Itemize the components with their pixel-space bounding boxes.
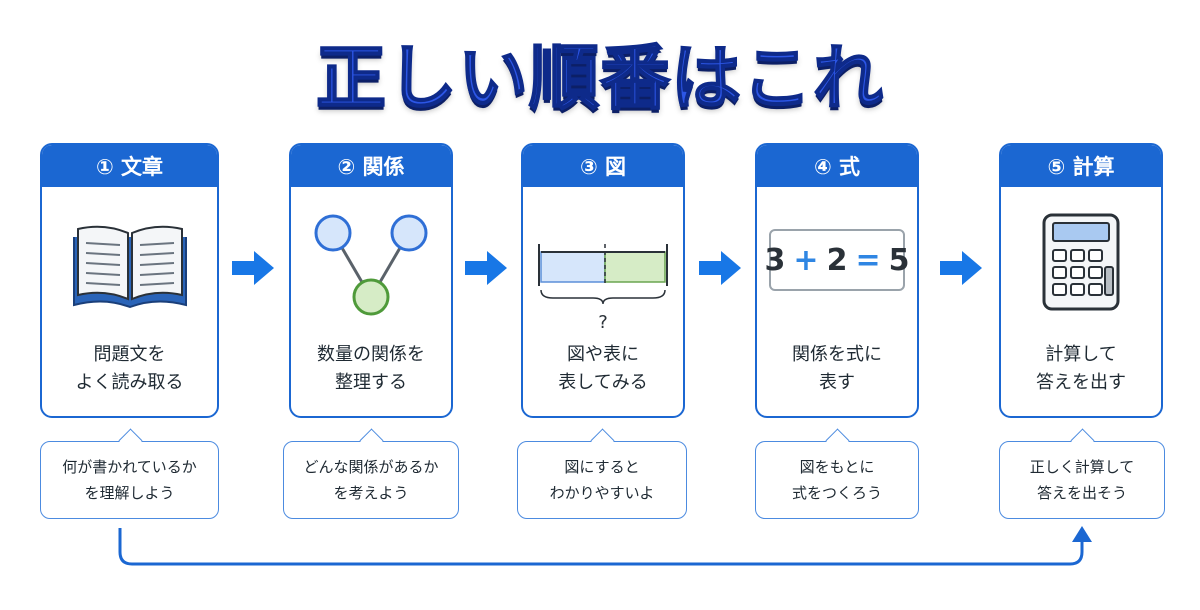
book-icon (72, 225, 187, 309)
step-header: ① 文章 (42, 145, 217, 187)
step-card-equation: ④ 式 3 + 2 = 5 関係を式に表す (755, 143, 919, 418)
equation-icon: 3 + 2 = 5 (765, 229, 909, 291)
step-card-calculation: ⑤ 計算 計算して答えを出す (999, 143, 1163, 418)
tip-bubble: どんな関係があるかを考えよう (283, 441, 459, 519)
tip-bubble: 正しく計算して答えを出そう (999, 441, 1165, 519)
arrow-right-icon (699, 251, 741, 285)
diagram-question-mark: ? (598, 312, 608, 330)
arrow-right-icon (465, 251, 507, 285)
step-description: 数量の関係を整理する (317, 344, 425, 393)
step-description: 関係を式に表す (792, 344, 882, 393)
step-header: ⑤ 計算 (1001, 145, 1161, 187)
relation-nodes-icon (314, 214, 428, 316)
step-description: 図や表に表してみる (558, 344, 648, 393)
step-header: ③ 図 (523, 145, 683, 187)
step-card-relation: ② 関係 数量の関係を整理する (289, 143, 453, 418)
step-header: ④ 式 (757, 145, 917, 187)
tip-bubble: 図をもとに式をつくろう (755, 441, 919, 519)
step-header: ② 関係 (291, 145, 451, 187)
step-card-text: ① 文章 問題文をよく読み取る (40, 143, 219, 418)
step-description: 計算して答えを出す (1036, 344, 1126, 393)
page-title: 正しい順番はこれ (315, 36, 884, 120)
arrow-right-icon (232, 251, 274, 285)
step-card-diagram: ③ 図 ? 図や表に表してみる (521, 143, 685, 418)
tape-diagram-icon: ? (538, 244, 668, 330)
step-description: 問題文をよく読み取る (75, 344, 184, 393)
tip-bubble: 図にするとわかりやすいよ (517, 441, 687, 519)
arrow-right-icon (940, 251, 982, 285)
tip-bubble: 何が書かれているかを理解しよう (40, 441, 219, 519)
calculator-icon (1042, 213, 1120, 311)
